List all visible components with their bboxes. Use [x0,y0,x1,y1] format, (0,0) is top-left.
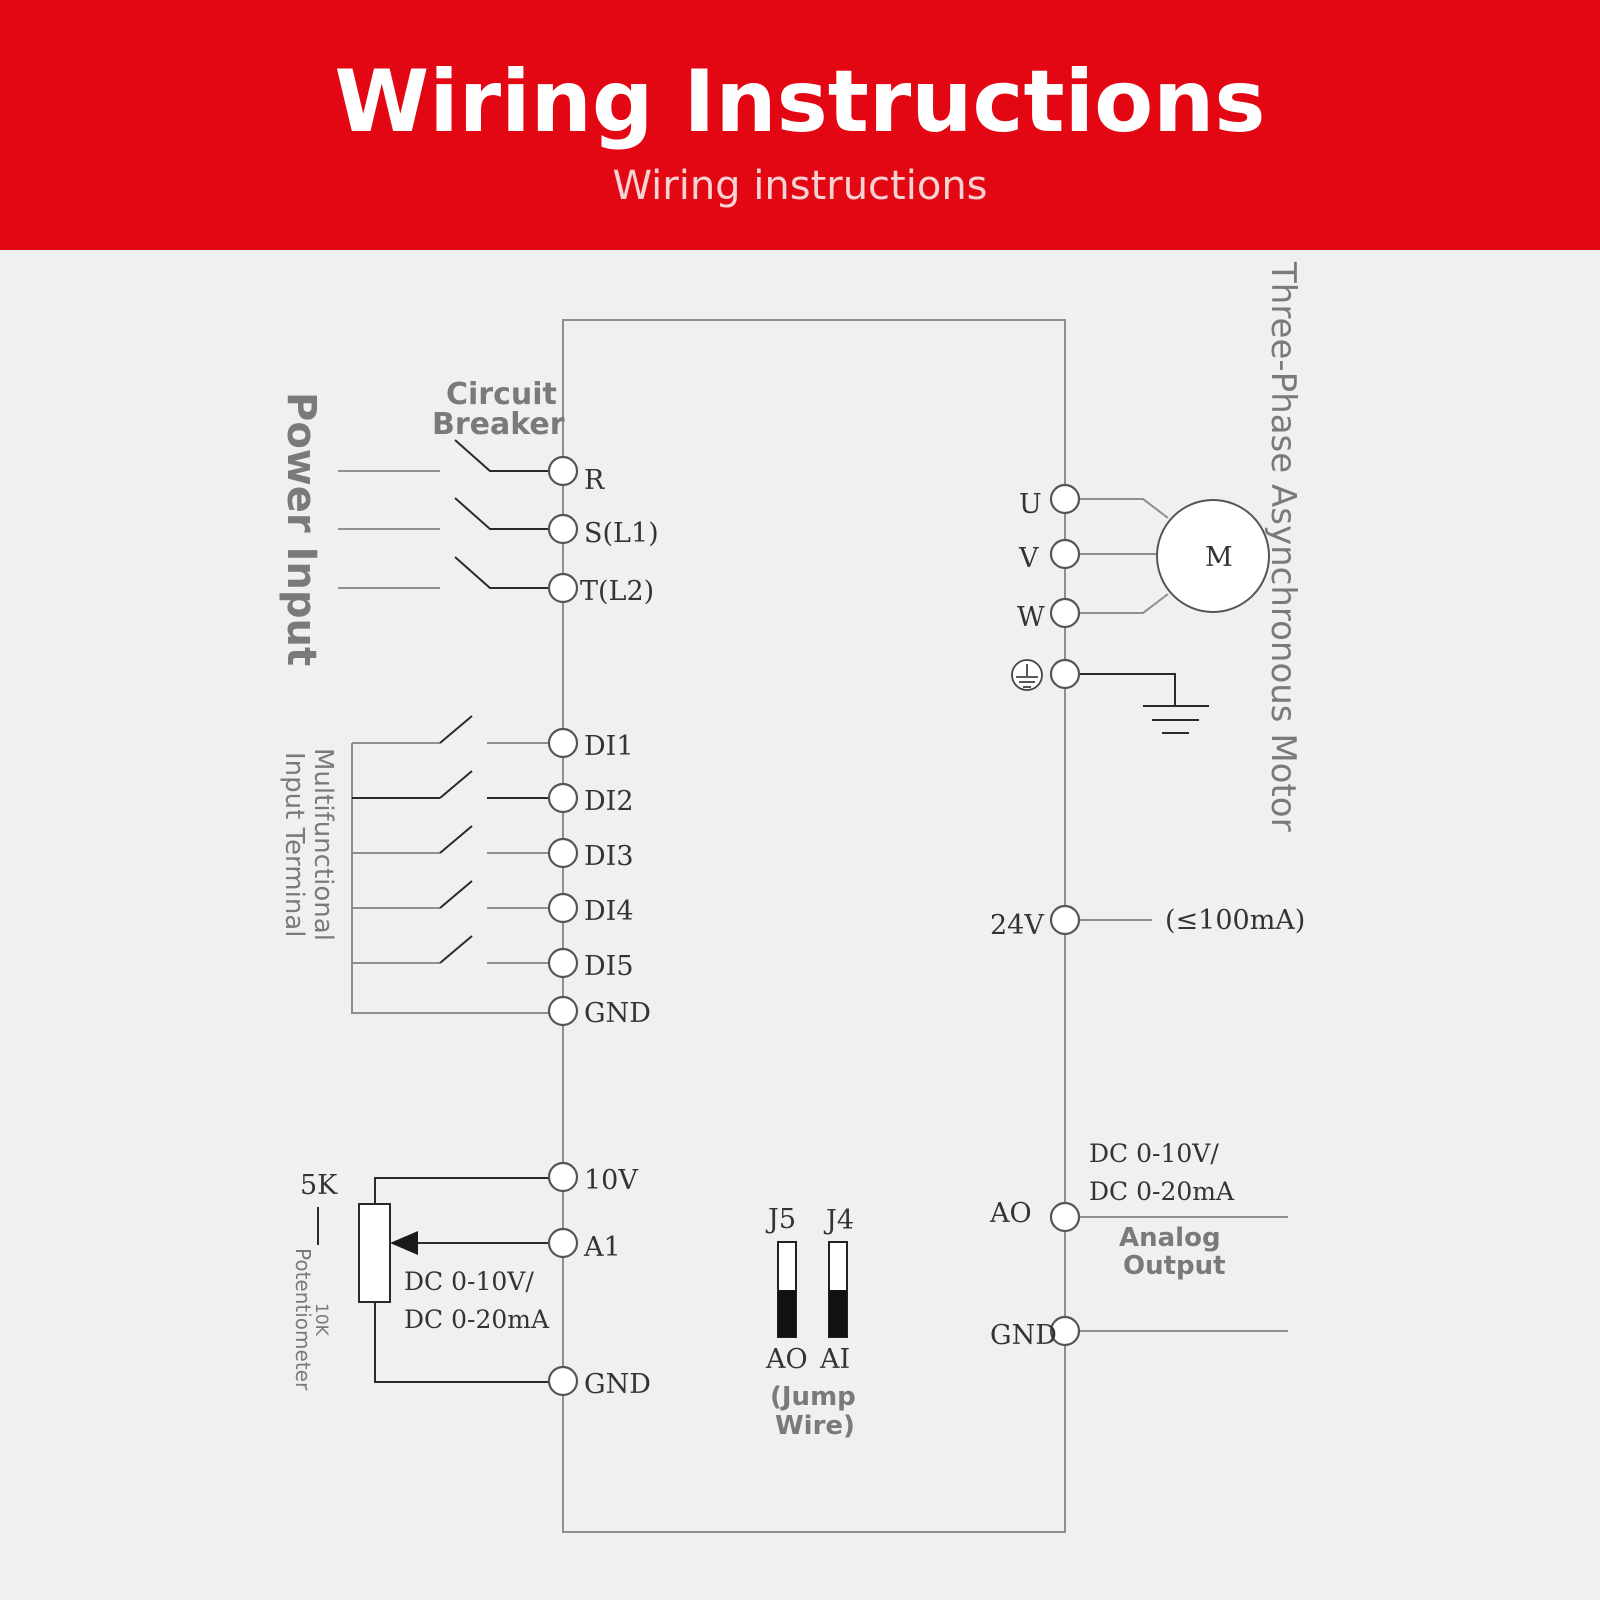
24v-current-limit: (≤100mA) [1165,905,1305,936]
ai-range-label-1: DC 0-10V/ [404,1267,534,1296]
terminal-ao: AO [989,1198,1032,1229]
ground-icon [1079,673,1209,734]
protective-earth-icon [1011,659,1043,691]
jumper-j5-label: J5 [765,1204,796,1235]
multifunctional-label-2: Input Terminal [279,752,309,937]
di-switch-wiring [351,715,551,1014]
pot-5k-label: 5K [300,1170,338,1201]
left-terminal-circles [547,455,579,1397]
jumper-switches [777,1241,848,1338]
circuit-breaker-label-1: Circuit [446,377,557,412]
terminal-w: W [1017,602,1045,633]
ao-range-label-1: DC 0-10V/ [1089,1139,1219,1168]
motor-symbol: M [1205,542,1233,573]
terminal-10v: 10V [584,1165,638,1196]
terminal-gnd-2: GND [584,1369,651,1400]
terminal-di5: DI5 [584,951,634,982]
jumper-j5-sub: AO [765,1344,808,1375]
analog-output-label-1: Analog [1119,1223,1221,1253]
circuit-breaker-label-2: Breaker [432,407,565,442]
terminal-s: S(L1) [584,518,659,549]
ai-range-label-2: DC 0-20mA [404,1305,550,1334]
potentiometer [358,1177,551,1383]
terminal-gnd-1: GND [584,998,651,1029]
pot-10k-label: 10K [311,1303,331,1337]
motor-wiring [1079,498,1270,614]
terminal-di1: DI1 [584,731,634,762]
terminal-r: R [584,465,605,496]
analog-output-label-2: Output [1123,1251,1226,1281]
motor-side-label: Three-Phase Asynchronous Motor [1263,261,1303,832]
page-subtitle: Wiring instructions [612,163,988,209]
jump-wire-label-2: Wire) [775,1411,855,1441]
power-input-label: Power Input [278,392,324,666]
power-input-lines [338,439,551,589]
terminal-v: V [1018,543,1039,574]
terminal-a1: A1 [583,1232,621,1263]
page-title: Wiring Instructions [334,52,1266,152]
terminal-di3: DI3 [584,841,634,872]
ao-range-label-2: DC 0-20mA [1089,1177,1235,1206]
header-banner: Wiring Instructions Wiring instructions [0,0,1600,250]
terminal-u: U [1019,489,1042,520]
terminal-di4: DI4 [584,896,634,927]
multifunctional-label-1: Multifunctional [308,748,338,941]
terminal-t: T(L2) [580,576,654,607]
jumper-j4-label: J4 [823,1205,854,1236]
terminal-24v: 24V [990,910,1044,941]
analog-output-lines [1079,1216,1288,1332]
inverter-frame [562,319,1066,1533]
terminal-di2: DI2 [584,786,634,817]
jumper-j4-sub: AI [819,1344,850,1375]
pot-name-label: Potentiometer [291,1248,315,1391]
right-terminal-circles [1049,483,1081,1347]
jump-wire-label-1: (Jump [770,1382,856,1412]
terminal-gnd-right: GND [990,1320,1057,1351]
